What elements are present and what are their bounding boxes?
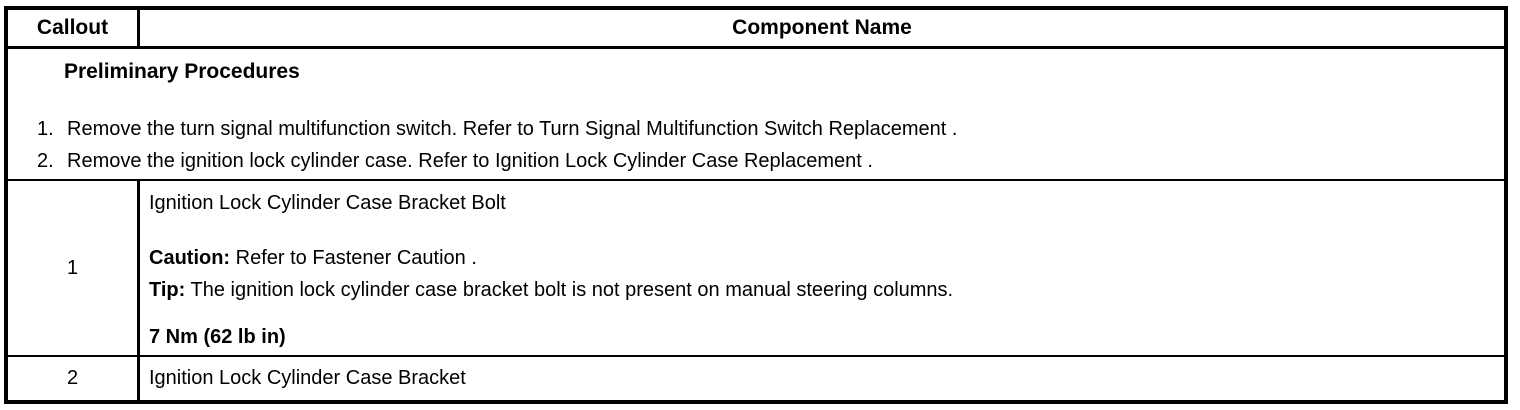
component-name: Ignition Lock Cylinder Case Bracket [149, 367, 466, 389]
callout-number-cell: 2 [8, 357, 140, 400]
table-row: 2 Ignition Lock Cylinder Case Bracket [8, 357, 1504, 400]
callout-number-cell: 1 [8, 181, 140, 355]
callout-number: 1 [66, 256, 79, 279]
step-number: 2. [37, 150, 54, 172]
component-column-header-cell: Component Name [140, 10, 1504, 46]
preliminary-steps-list: 1. Remove the turn signal multifunction … [8, 113, 1494, 177]
torque-spec: 7 Nm (62 lb in) [149, 326, 286, 348]
preliminary-procedures-row: Preliminary Procedures 1. Remove the tur… [8, 49, 1504, 181]
preliminary-step-1: 1. Remove the turn signal multifunction … [8, 113, 1494, 145]
tip-line: Tip: The ignition lock cylinder case bra… [149, 274, 1494, 306]
tip-label: Tip: [149, 279, 186, 301]
caution-text: Refer to Fastener Caution . [230, 247, 477, 269]
caution-label: Caution: [149, 247, 231, 269]
component-detail-cell: Ignition Lock Cylinder Case Bracket [140, 357, 1504, 400]
component-detail-cell: Ignition Lock Cylinder Case Bracket Bolt… [140, 181, 1504, 355]
component-callout-table: Callout Component Name Preliminary Proce… [4, 6, 1508, 404]
table-row: 1 Ignition Lock Cylinder Case Bracket Bo… [8, 181, 1504, 357]
callout-column-header-cell: Callout [8, 10, 140, 46]
component-column-header-label: Component Name [732, 16, 912, 39]
step-text: Remove the turn signal multifunction swi… [67, 118, 958, 140]
table-header-row: Callout Component Name [8, 10, 1504, 49]
preliminary-procedures-title: Preliminary Procedures [64, 60, 300, 83]
caution-line: Caution: Refer to Fastener Caution . [149, 242, 1494, 274]
callout-column-header-label: Callout [36, 16, 109, 39]
step-number: 1. [37, 118, 54, 140]
tip-text: The ignition lock cylinder case bracket … [185, 279, 954, 301]
preliminary-step-2: 2. Remove the ignition lock cylinder cas… [8, 145, 1494, 177]
callout-number: 2 [66, 367, 79, 389]
step-text: Remove the ignition lock cylinder case. … [67, 150, 873, 172]
component-name: Ignition Lock Cylinder Case Bracket Bolt [149, 192, 506, 214]
